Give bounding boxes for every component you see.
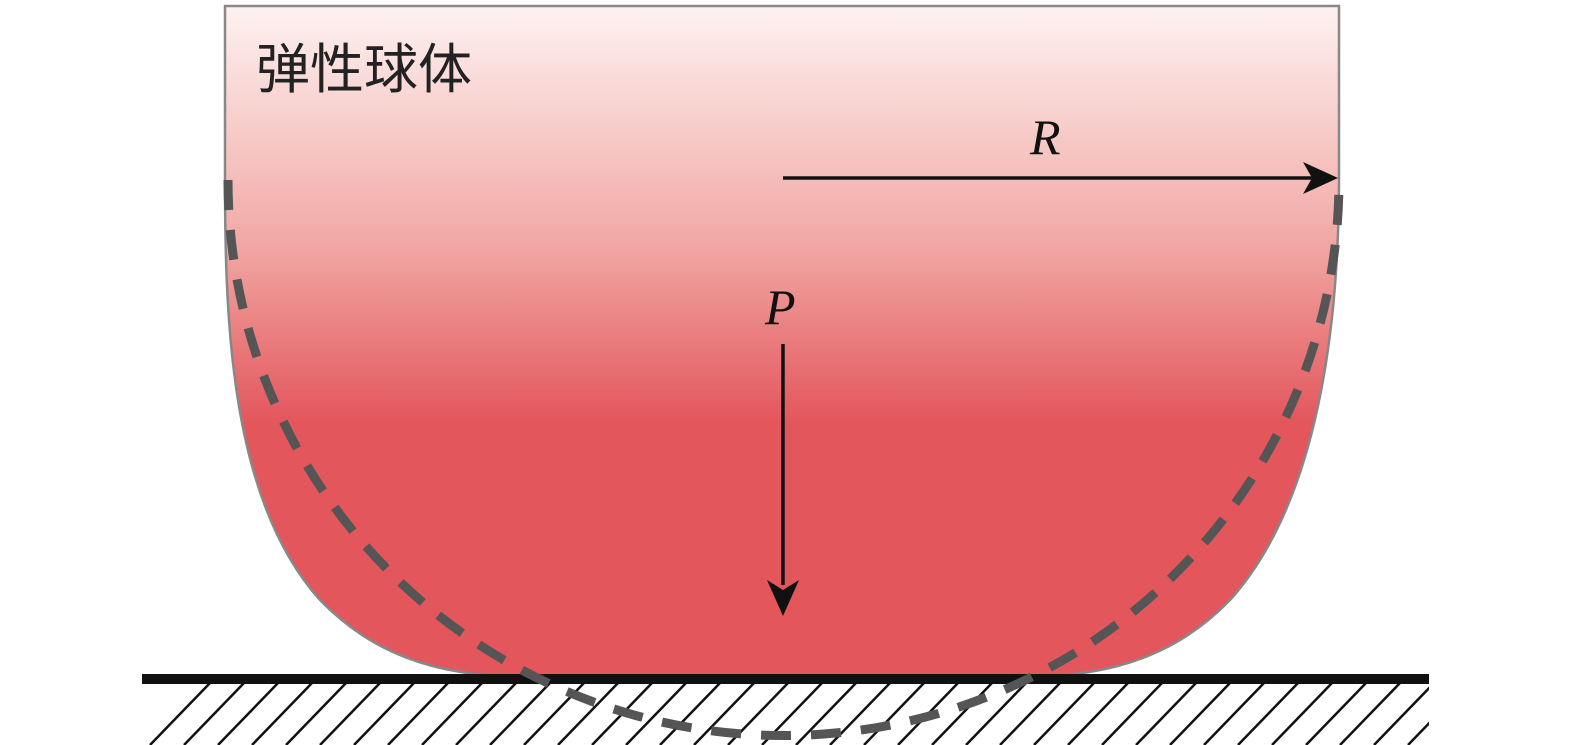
- hatch-line: [693, 683, 755, 745]
- hatch-line: [489, 683, 551, 745]
- hatch-line: [285, 683, 347, 745]
- radius-arrow-head: [1303, 162, 1338, 194]
- hatch-line: [1203, 683, 1265, 745]
- hatch-line: [999, 683, 1061, 745]
- hatch-line: [251, 683, 313, 745]
- ground-hatching: [149, 683, 1429, 745]
- hatch-line: [1339, 683, 1401, 745]
- hatch-line: [183, 683, 245, 745]
- hatch-line: [1169, 683, 1231, 745]
- hatch-line: [1407, 721, 1429, 745]
- hatch-line: [353, 683, 415, 745]
- load-label: P: [764, 279, 796, 335]
- hatch-line: [1067, 683, 1129, 745]
- hatch-line: [1373, 686, 1429, 745]
- undeformed-sphere-outline: [223, 179, 1344, 740]
- hatch-line: [965, 683, 1027, 745]
- hatch-line: [659, 683, 721, 745]
- hatch-line: [421, 683, 483, 745]
- hatch-line: [1271, 683, 1333, 745]
- hatch-line: [455, 683, 517, 745]
- hatch-line: [217, 683, 279, 745]
- hatch-line: [795, 683, 857, 745]
- hatch-line: [319, 683, 381, 745]
- hatch-line: [931, 683, 993, 745]
- hatch-line: [1135, 683, 1197, 745]
- elastic-sphere-label: 弹性球体: [256, 38, 472, 101]
- hatch-line: [557, 683, 619, 745]
- hatch-line: [149, 683, 211, 745]
- hatch-line: [1305, 683, 1367, 745]
- hatch-line: [625, 683, 687, 745]
- radius-label: R: [1029, 109, 1061, 165]
- load-arrow-head: [767, 580, 799, 616]
- hatch-line: [1101, 683, 1163, 745]
- hatch-line: [1033, 683, 1095, 745]
- hatch-line: [387, 683, 449, 745]
- hatch-line: [1237, 683, 1299, 745]
- hatch-line: [863, 683, 925, 745]
